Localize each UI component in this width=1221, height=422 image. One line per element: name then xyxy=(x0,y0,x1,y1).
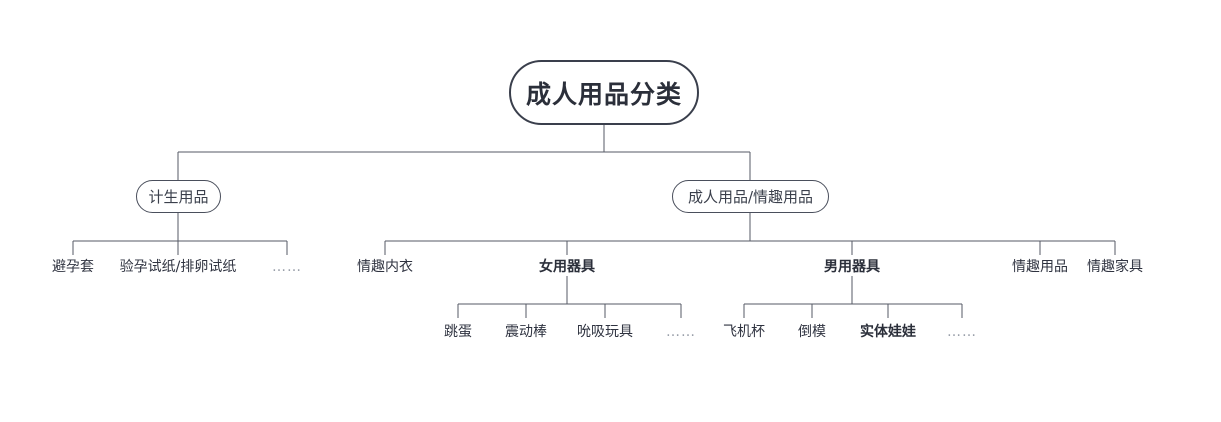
leaf-solid-doll[interactable]: 实体娃娃 xyxy=(860,324,916,340)
leaf-mold[interactable]: 倒模 xyxy=(798,324,826,340)
leaf-male-device[interactable]: 男用器具 xyxy=(824,259,880,275)
leaf-fun-goods[interactable]: 情趣用品 xyxy=(1012,259,1068,275)
leaf-female-device-more: …… xyxy=(666,324,696,340)
leaf-sexy-lingerie[interactable]: 情趣内衣 xyxy=(357,259,413,275)
leaf-jump-egg[interactable]: 跳蛋 xyxy=(444,324,472,340)
leaf-suction-toy[interactable]: 吮吸玩具 xyxy=(577,324,633,340)
root-node-adult-products-category[interactable]: 成人用品分类 xyxy=(509,60,699,125)
branch-node-family-planning[interactable]: 计生用品 xyxy=(136,180,221,213)
leaf-female-device[interactable]: 女用器具 xyxy=(539,259,595,275)
leaf-condom[interactable]: 避孕套 xyxy=(52,259,94,275)
leaf-male-device-more: …… xyxy=(947,324,977,340)
branch-node-adult-fun-products[interactable]: 成人用品/情趣用品 xyxy=(672,180,829,213)
leaf-airplane-cup[interactable]: 飞机杯 xyxy=(723,324,765,340)
leaf-vibrator[interactable]: 震动棒 xyxy=(505,324,547,340)
leaf-family-planning-more: …… xyxy=(272,259,302,275)
leaf-pregnancy-ovulation-test-paper[interactable]: 验孕试纸/排卵试纸 xyxy=(119,259,237,275)
leaf-fun-furniture[interactable]: 情趣家具 xyxy=(1087,259,1143,275)
